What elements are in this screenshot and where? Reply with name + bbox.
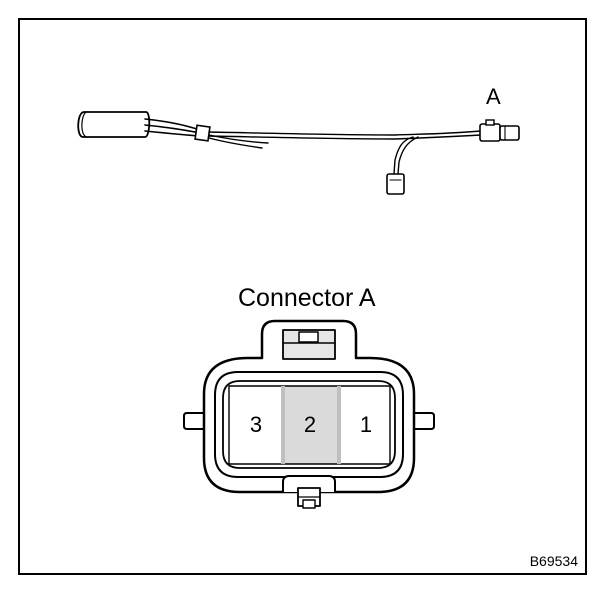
cavity-divider-left <box>281 386 285 464</box>
pigtail-wire-2 <box>208 137 263 149</box>
bottom-key <box>282 475 336 492</box>
right-mount-tab <box>411 412 435 430</box>
left-mount-tab <box>183 412 207 430</box>
sensor-plug-end <box>81 111 87 138</box>
branch-connector <box>386 173 405 195</box>
pin-label-2: 2 <box>304 412 316 437</box>
wire-harness-illustration <box>77 111 520 195</box>
pin-label-1: 1 <box>360 412 372 437</box>
pin-label-3: 3 <box>250 412 262 437</box>
lock-latch <box>298 331 319 343</box>
bottom-key-nub <box>302 499 316 509</box>
wire-sleeve <box>194 124 211 142</box>
connector-view-title: Connector A <box>238 284 376 312</box>
connector-a-mating-half <box>499 125 520 141</box>
terminal-cavity-2 <box>283 385 339 465</box>
cavity-divider-right <box>337 386 341 464</box>
terminal-cavity-3 <box>228 385 284 465</box>
connector-a-callout: A <box>486 84 501 109</box>
branch-wire-inner <box>397 136 419 175</box>
branch-wire-outer <box>393 136 414 175</box>
connector-a-lock <box>485 119 495 126</box>
figure-code: B69534 <box>530 553 578 569</box>
sensor-plug <box>77 111 151 138</box>
connector-face <box>183 319 435 509</box>
connector-a-body <box>479 123 501 142</box>
main-wire-top <box>208 130 482 136</box>
main-wire-bottom <box>208 134 482 140</box>
